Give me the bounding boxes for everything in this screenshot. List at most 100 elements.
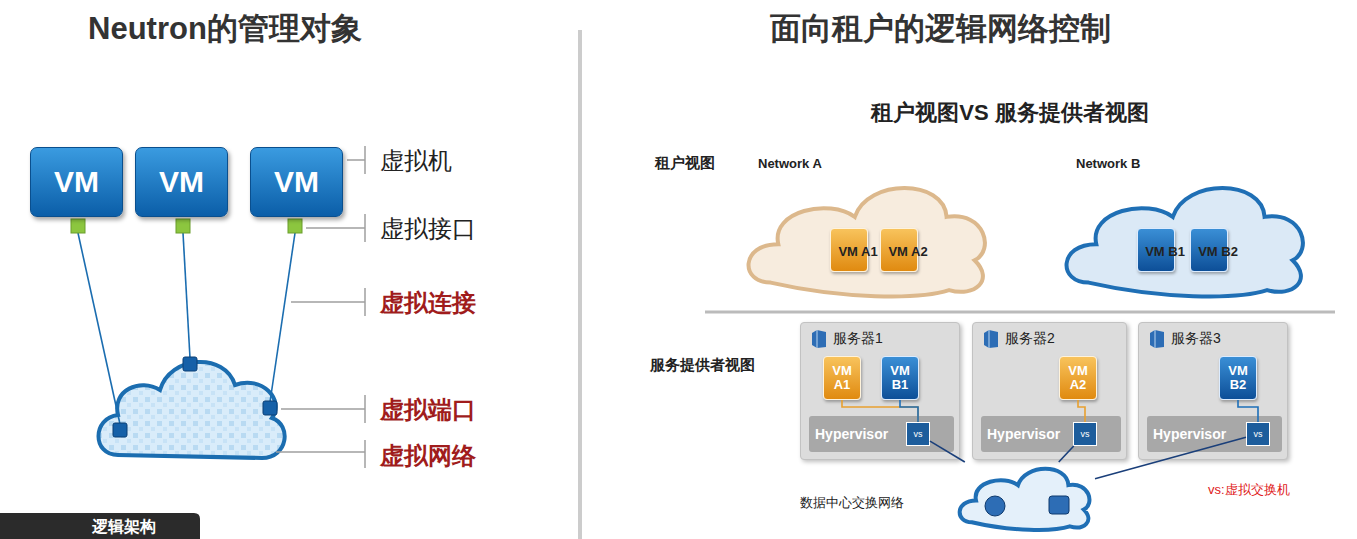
vm-box: VM A2: [1059, 356, 1097, 400]
text-holder: 服务器1: [833, 330, 883, 348]
switch-icon: [1049, 496, 1069, 514]
node-text: VM: [159, 165, 204, 199]
text-holder: VM A1: [849, 233, 867, 271]
cloud-shape: [749, 188, 985, 296]
virtual-interface: [71, 219, 85, 233]
node-text: vs: [1254, 429, 1263, 439]
vm-box: VM: [30, 147, 123, 217]
node-text: Hypervisor: [815, 426, 888, 442]
virtual-link: [78, 233, 120, 424]
label-text: 虚拟端口: [380, 396, 476, 423]
text-holder: VM B1: [1156, 233, 1174, 271]
node-text: vs: [1081, 429, 1090, 439]
label-text: 服务提供者视图: [650, 356, 755, 373]
node-text: 服务器2: [1005, 330, 1055, 346]
text-holder: VM: [251, 148, 342, 216]
label-holder: 虚拟端口: [380, 394, 476, 426]
cloud-shape: [960, 469, 1090, 530]
leader-line: [276, 440, 365, 468]
connector: [1095, 437, 1246, 478]
label-text: 虚拟机: [380, 147, 452, 174]
connector: [1078, 400, 1085, 422]
tenant-network-cloud: Network B VM B1 VM B2: [1058, 152, 1313, 302]
node-text: vs: [914, 429, 923, 439]
server-icon: [983, 329, 999, 349]
server-icon: [1149, 329, 1165, 349]
server-box: 服务器2 VM A2 Hypervisor vs: [972, 322, 1127, 460]
text-holder: 数据中心交换网络: [800, 494, 904, 512]
text-holder: VM A2: [1060, 357, 1096, 399]
label-holder: 虚拟机: [380, 145, 452, 177]
vm-box: VM: [135, 147, 228, 217]
text-holder: vs: [1247, 423, 1269, 445]
slide-divider: [578, 30, 582, 539]
text-holder: VM: [31, 148, 122, 216]
text-holder: 服务器3: [1171, 330, 1221, 348]
server-icon: [811, 329, 827, 349]
server-box: 服务器3 VM B2 Hypervisor vs: [1138, 322, 1288, 460]
node-text: VM B1: [1145, 245, 1185, 259]
label-text: 虚拟网络: [380, 442, 476, 469]
vm-box: VM: [250, 147, 343, 217]
vm-box: VM A1: [830, 228, 868, 272]
virtual-port: [183, 357, 197, 371]
virtual-port: [263, 401, 277, 415]
text-holder: Network B: [1076, 156, 1140, 171]
server-box: 服务器1 VM A1 VM B1 Hypervisor vs: [800, 322, 960, 460]
connector: [930, 441, 965, 462]
label-holder: 面向租户的逻辑网络控制: [770, 8, 1111, 50]
leader-line: [291, 288, 365, 316]
server-icon-body: [1150, 330, 1164, 348]
hypervisor-band: Hypervisor vs: [1147, 416, 1282, 452]
cloud-outline: [740, 152, 995, 302]
view-separator: [705, 311, 1335, 314]
label-holder: 服务提供者视图: [650, 356, 755, 375]
node-text: 数据中心交换网络: [800, 495, 904, 510]
node-text: VM: [54, 165, 99, 199]
node-text: 服务器3: [1171, 330, 1221, 346]
virtual-port: [113, 423, 127, 437]
leader-line: [281, 395, 365, 423]
virtual-network-cloud: [99, 362, 285, 458]
vm-box: VM A2: [880, 228, 918, 272]
leader-line: [306, 214, 365, 242]
text-holder: VM B2: [1209, 233, 1227, 271]
datacenter-network-cloud: 数据中心交换网络: [955, 462, 1095, 534]
node-text: VM A2: [888, 245, 927, 259]
text-holder: Hypervisor: [1153, 416, 1226, 452]
connector: [1238, 400, 1258, 422]
text-holder: vs: [1074, 423, 1096, 445]
node-text: VM B2: [1198, 245, 1238, 259]
label-text: 虚拟连接: [380, 289, 476, 316]
text-holder: VM B2: [1220, 357, 1256, 399]
router-icon: [985, 496, 1005, 516]
text-holder: Network A: [758, 156, 822, 171]
virtual-switch: vs: [906, 422, 930, 446]
node-text: Hypervisor: [987, 426, 1060, 442]
caption-tab: [0, 513, 200, 539]
virtual-interface: [176, 219, 190, 233]
node-text: VM A1: [826, 364, 858, 391]
node-text: Network B: [1076, 156, 1140, 171]
text-holder: Hypervisor: [987, 416, 1060, 452]
virtual-link: [183, 233, 190, 358]
node-text: VM A1: [838, 245, 877, 259]
label-holder: vs:虚拟交换机: [1208, 481, 1290, 499]
node-text: 服务器1: [833, 330, 883, 346]
text-holder: VM A1: [824, 357, 860, 399]
label-text: 租户视图VS 服务提供者视图: [871, 100, 1148, 125]
tenant-network-cloud: Network AVM A1VM A2: [740, 152, 995, 302]
vm-box: VM A1: [823, 356, 861, 400]
server-icon-edge: [1155, 330, 1156, 348]
node-text: VM: [274, 165, 319, 199]
node-text: VM B2: [1222, 364, 1254, 391]
text-holder: VM: [136, 148, 227, 216]
node-text: VM B1: [884, 364, 916, 391]
label-holder: 逻辑架构: [92, 517, 156, 538]
leader-line: [347, 146, 365, 174]
cloud-shape: [1067, 188, 1303, 296]
cloud-outline: [1058, 152, 1313, 302]
hypervisor-band: Hypervisor vs: [809, 416, 954, 452]
